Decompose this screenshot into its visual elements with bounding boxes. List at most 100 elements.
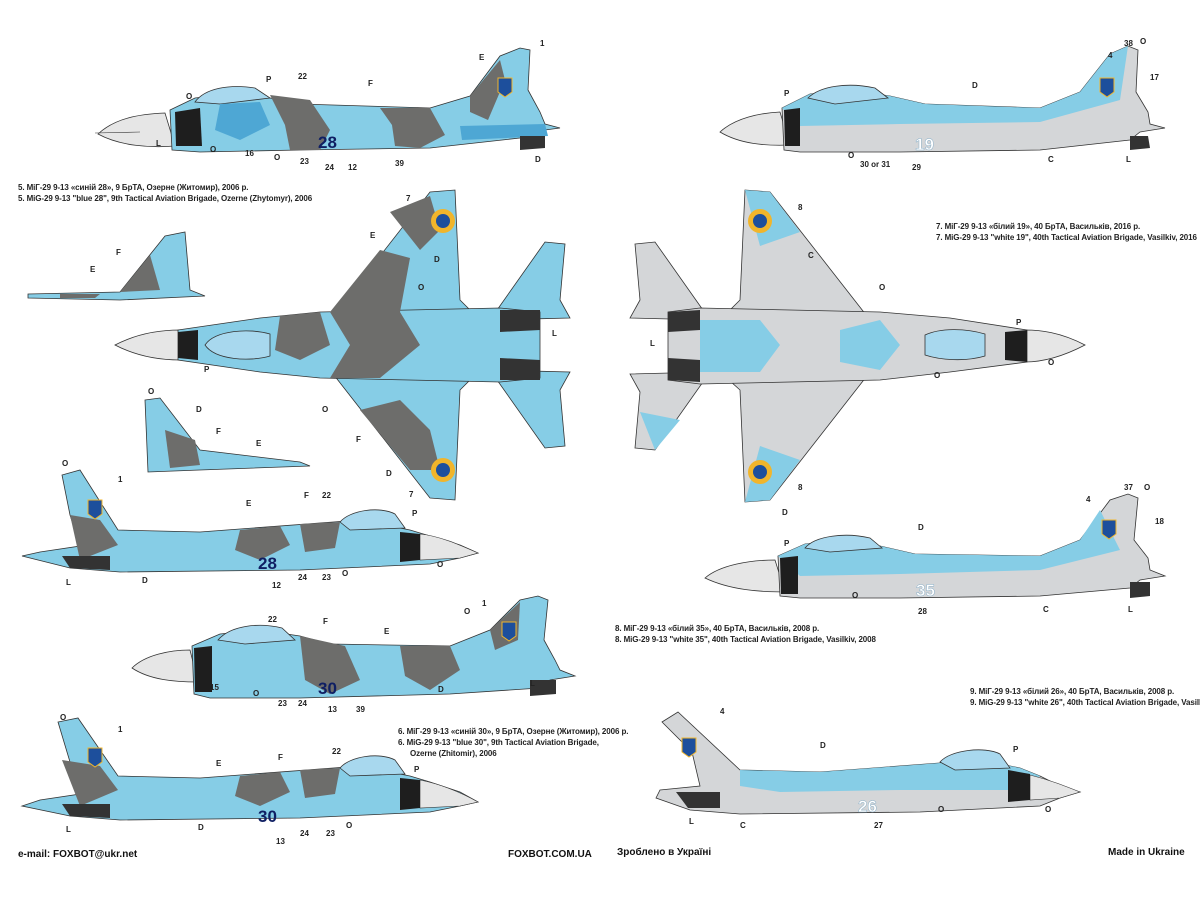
callout-label: D [142, 576, 148, 585]
callout-label: E [256, 439, 262, 448]
callout-label: P [204, 365, 210, 374]
profile-6-left-side: 30 [20, 717, 480, 826]
side-number-28: 28 [318, 133, 337, 152]
callout-label: P [412, 509, 418, 518]
callout-label: C [1048, 155, 1054, 164]
profile-5-right-side: 28 [94, 47, 561, 153]
callout-label: O [934, 371, 940, 380]
callout-label: 4 [1086, 495, 1091, 504]
callout-label: O [938, 805, 944, 814]
callout-label: E [216, 759, 222, 768]
caption-6-ua: 6. МіГ-29 9-13 «синій 30», 9 БрТА, Озерн… [398, 727, 629, 736]
callout-label: 1 [540, 39, 545, 48]
callout-label: 13 [328, 705, 337, 714]
tail-trident-shield [87, 499, 103, 520]
callout-label: E [246, 499, 252, 508]
callout-label: 16 [245, 149, 254, 158]
caption-7-en: 7. MiG-29 9-13 "white 19", 40th Tactical… [936, 233, 1197, 242]
callout-label: 18 [1155, 517, 1164, 526]
callout-label: 7 [406, 194, 411, 203]
footer-email: e-mail: FOXBOT@ukr.net [18, 849, 138, 860]
side-number-19: 19 [915, 135, 934, 154]
callout-label: 1 [482, 599, 487, 608]
callout-label: C [740, 821, 746, 830]
side-number-35: 35 [916, 581, 935, 600]
fin-left-lower [144, 397, 311, 473]
callout-label: 24 [298, 573, 307, 582]
wing-upper [719, 189, 871, 321]
roundel-lower [748, 460, 772, 484]
callout-label: L [1126, 155, 1131, 164]
caption-5-ua: 5. МіГ-29 9-13 «синій 28», 9 БрТА, Озерн… [18, 183, 249, 192]
callout-label: D [386, 469, 392, 478]
callout-label: 17 [1150, 73, 1159, 82]
profile-7-right-side: 19 [719, 45, 1166, 154]
plan-view-top [114, 189, 571, 501]
radome [1024, 329, 1086, 363]
caption-5-en: 5. MiG-29 9-13 "blue 28", 9th Tactical A… [18, 194, 313, 203]
canopy [204, 330, 271, 360]
callout-label: 39 [395, 159, 404, 168]
callout-label: O [848, 151, 854, 160]
callout-label: L [156, 139, 161, 148]
callout-label: 24 [325, 163, 334, 172]
camo-band-2 [390, 196, 440, 250]
callout-label: D [198, 823, 204, 832]
roundel-upper [748, 209, 772, 233]
callout-label: 12 [272, 581, 281, 590]
callout-label: F [304, 491, 309, 500]
side-number-30b: 30 [258, 807, 277, 826]
caption-8-en: 8. MiG-29 9-13 "white 35", 40th Tactical… [615, 635, 876, 644]
callout-label: O [418, 283, 424, 292]
tail-trident-shield [1099, 77, 1115, 98]
callout-label: D [535, 155, 541, 164]
callout-label: F [216, 427, 221, 436]
callout-label: O [210, 145, 216, 154]
callout-label: 22 [268, 615, 277, 624]
callout-label: L [1128, 605, 1133, 614]
callout-label: P [1016, 318, 1022, 327]
side-number-30: 30 [318, 679, 337, 698]
callout-label: L [689, 817, 694, 826]
callout-label: D [196, 405, 202, 414]
side-number-28b: 28 [258, 554, 277, 573]
callout-label: 28 [918, 607, 927, 616]
camo-grey-3 [470, 60, 505, 120]
callout-label: 23 [322, 573, 331, 582]
callout-label: P [266, 75, 272, 84]
callout-label: 30 or 31 [860, 160, 891, 169]
callout-label: L [650, 339, 655, 348]
callout-label: D [782, 508, 788, 517]
callout-label: C [808, 251, 814, 260]
radome [114, 329, 181, 361]
callout-label: O [148, 387, 154, 396]
callout-label: D [820, 741, 826, 750]
callout-label: 23 [326, 829, 335, 838]
callout-label: D [918, 523, 924, 532]
callout-label: O [274, 153, 280, 162]
canopy [807, 84, 890, 105]
callout-label: 23 [300, 157, 309, 166]
callout-label: O [1045, 805, 1051, 814]
callout-label: 37 [1124, 483, 1133, 492]
callout-label: 22 [332, 747, 341, 756]
callout-label: O [186, 92, 192, 101]
callout-label: P [784, 89, 790, 98]
callout-label: 13 [276, 837, 285, 846]
profile-8-right-side: 35 [704, 493, 1167, 600]
camo-band-3 [360, 400, 440, 470]
wing-lower [718, 371, 871, 503]
caption-7-ua: 7. МіГ-29 9-13 «білий 19», 40 БрТА, Васи… [936, 222, 1141, 231]
canopy [194, 86, 272, 105]
callout-label: 4 [720, 707, 725, 716]
callout-label: L [66, 825, 71, 834]
radome [719, 111, 791, 146]
fuselage [781, 45, 1166, 153]
callout-label: O [879, 283, 885, 292]
callout-label: O [253, 689, 259, 698]
callout-label: E [370, 231, 376, 240]
footer-made-ua: Зроблено в Україні [617, 847, 712, 858]
callout-label: D [434, 255, 440, 264]
caption-6-en-2: Ozerne (Zhitomir), 2006 [410, 749, 497, 758]
callout-label: O [1048, 358, 1054, 367]
